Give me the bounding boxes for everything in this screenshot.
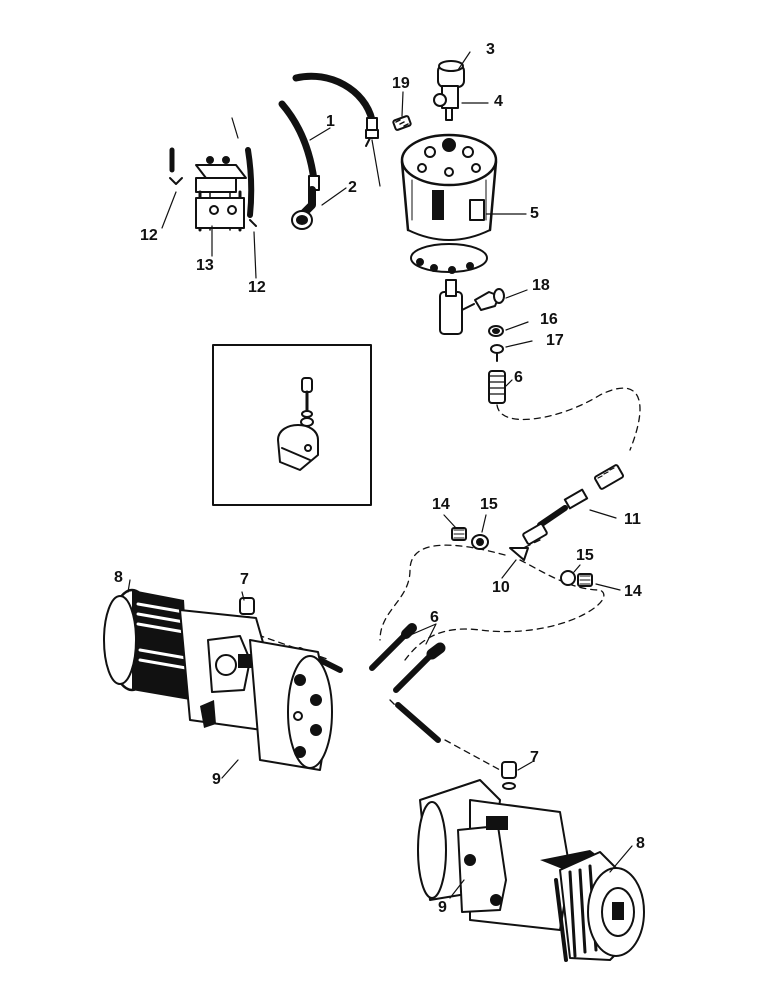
callout-7-left: 7 xyxy=(240,571,249,588)
callout-11: 11 xyxy=(624,511,641,528)
callout-9-right: 9 xyxy=(438,899,447,916)
hydraulic-motor-left xyxy=(103,588,333,771)
valve-3-assembly xyxy=(433,60,465,121)
callout-18: 18 xyxy=(532,277,550,294)
callout-8-left: 8 xyxy=(114,569,123,586)
leader-lines xyxy=(127,51,633,899)
fitting-7-right xyxy=(501,761,517,790)
callout-4: 4 xyxy=(494,93,503,110)
callout-8-right: 8 xyxy=(636,835,645,852)
callout-6-top: 6 xyxy=(514,369,523,386)
stem-assembly xyxy=(439,279,506,404)
callout-12-left: 12 xyxy=(140,227,158,244)
callout-17: 17 xyxy=(546,332,564,349)
callout-15-right: 15 xyxy=(576,547,594,564)
callout-12-right: 12 xyxy=(248,279,266,296)
fitting-10 xyxy=(509,523,548,561)
callout-7-right: 7 xyxy=(530,749,539,766)
callout-6-bottom: 6 xyxy=(430,609,439,626)
hydraulic-cylinder-5 xyxy=(400,133,498,274)
callout-13: 13 xyxy=(196,257,214,274)
fitting-11 xyxy=(537,464,625,528)
callout-14-right: 14 xyxy=(624,583,642,600)
fitting-19 xyxy=(392,115,412,131)
callout-19: 19 xyxy=(392,75,410,92)
callout-10: 10 xyxy=(492,579,510,596)
fitting-14-15-left xyxy=(451,527,489,550)
clamp-detail-box xyxy=(212,344,372,506)
callout-5: 5 xyxy=(530,205,539,222)
hydraulic-motor-right xyxy=(417,779,645,962)
callout-14-left: 14 xyxy=(432,496,450,513)
callout-2: 2 xyxy=(348,179,357,196)
hose-1 xyxy=(278,72,378,191)
callout-15-left: 15 xyxy=(480,496,498,513)
callout-16: 16 xyxy=(540,311,558,328)
callout-1: 1 xyxy=(326,113,335,130)
elbow-fitting-2 xyxy=(291,129,379,230)
callout-9-left: 9 xyxy=(212,771,221,788)
callout-3: 3 xyxy=(486,41,495,58)
fitting-14-15-right xyxy=(560,570,593,587)
manifold-block-13 xyxy=(169,147,257,232)
